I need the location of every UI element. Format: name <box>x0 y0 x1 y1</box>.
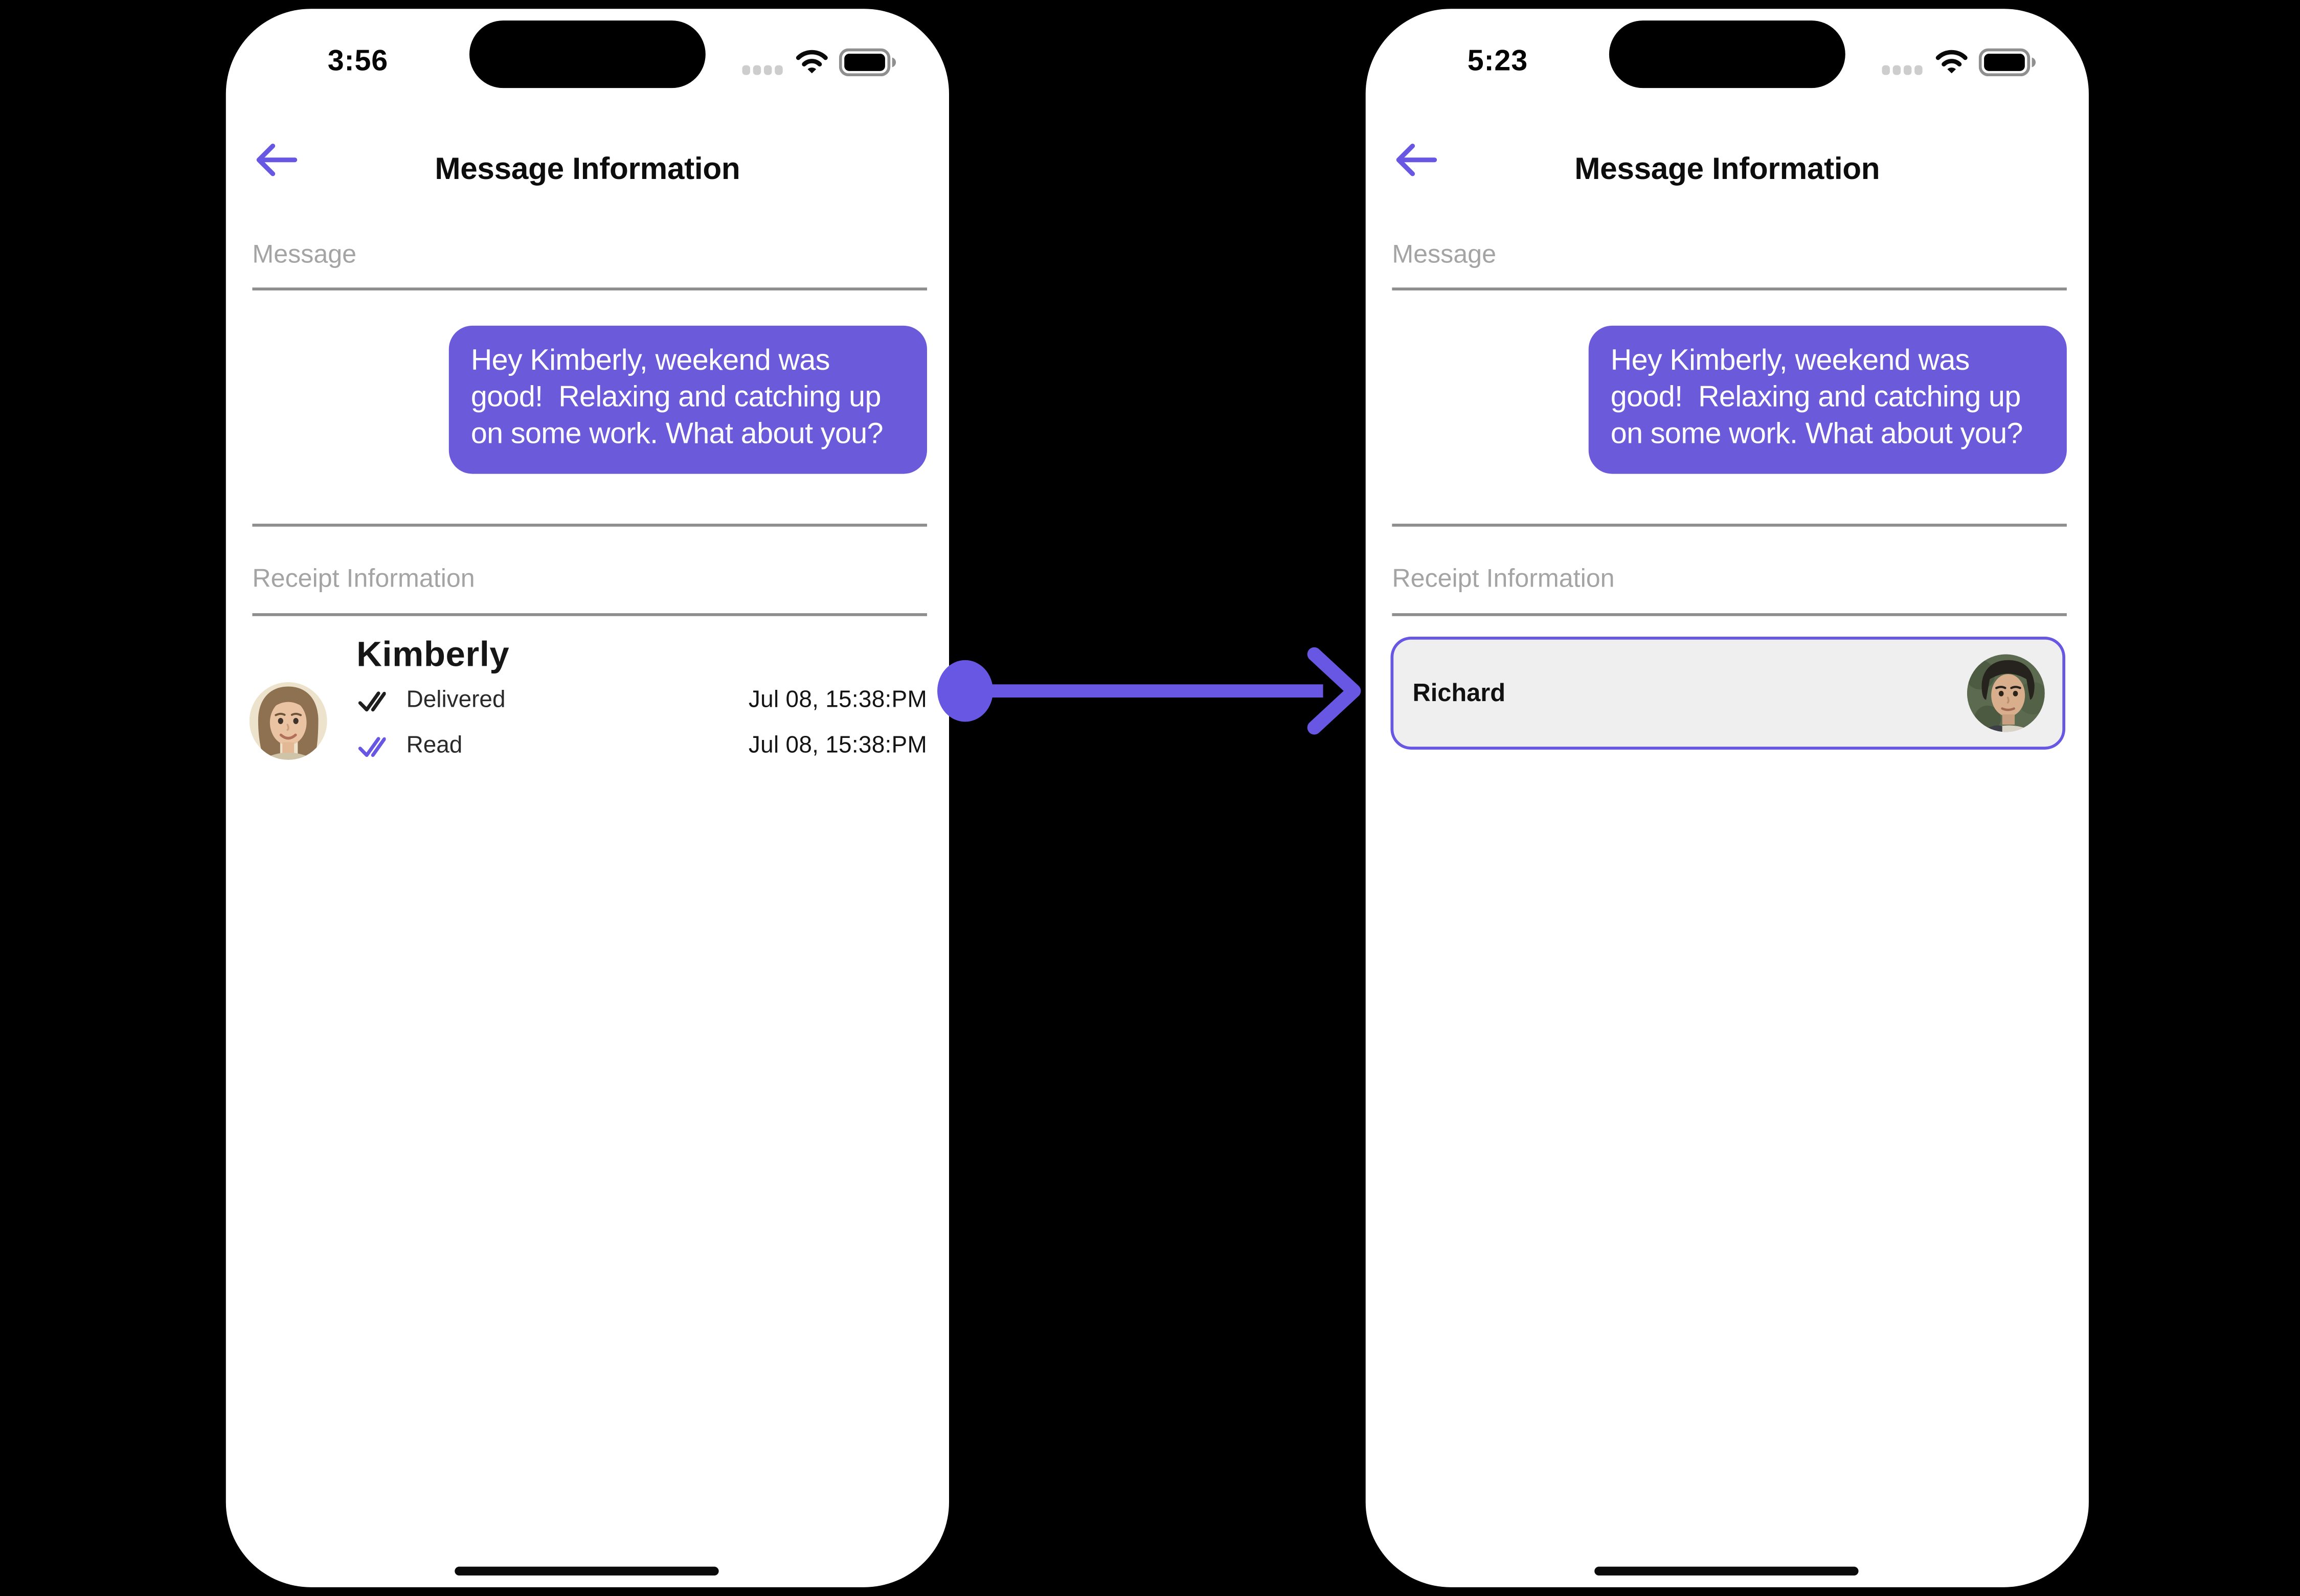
home-indicator[interactable] <box>455 1566 719 1576</box>
divider <box>1392 524 2067 526</box>
divider <box>252 613 927 616</box>
message-section-label: Message <box>1392 239 1497 268</box>
divider <box>1392 613 2067 616</box>
avatar-richard-image <box>1967 654 2045 732</box>
receipt-section-label: Receipt Information <box>1392 563 1615 593</box>
read-status-label: Read <box>406 733 463 759</box>
divider <box>252 524 927 526</box>
phone-right: 5:23 Message Inform <box>1365 9 2089 1587</box>
message-bubble: Hey Kimberly, weekend was good! Relaxing… <box>448 325 927 474</box>
read-timestamp: Jul 08, 15:38:PM <box>748 733 927 759</box>
receipt-section-label: Receipt Information <box>252 563 475 593</box>
status-bar-icons <box>742 47 904 79</box>
status-bar-time: 5:23 <box>1467 45 1528 78</box>
double-check-icon-read <box>358 736 386 756</box>
recipient-name: Kimberly <box>356 635 510 675</box>
status-bar-icons <box>1882 47 2043 79</box>
battery-icon <box>839 48 896 77</box>
page-title: Message Information <box>1574 152 1880 187</box>
home-indicator[interactable] <box>1594 1566 1859 1576</box>
message-section-label: Message <box>252 239 357 268</box>
double-check-icon-delivered <box>358 690 386 711</box>
cellular-signal-icon <box>742 65 783 75</box>
phone-left: 3:56 Message Inform <box>226 9 949 1587</box>
avatar-richard <box>1967 654 2045 732</box>
back-arrow-icon <box>1396 143 1437 176</box>
battery-icon <box>1978 48 2036 77</box>
cellular-signal-icon <box>1882 65 1923 75</box>
wifi-icon <box>796 50 828 74</box>
recipient-card[interactable]: Richard <box>1390 636 2066 750</box>
status-bar-time: 3:56 <box>327 45 389 78</box>
delivery-timestamp: Jul 08, 15:38:PM <box>748 688 927 713</box>
avatar-kimberly <box>249 682 327 760</box>
avatar-kimberly-image <box>249 682 327 760</box>
back-arrow-icon <box>256 143 298 176</box>
back-button[interactable] <box>1383 135 1448 188</box>
wifi-icon <box>1935 50 1968 74</box>
dynamic-island <box>469 20 706 88</box>
page-title: Message Information <box>435 152 740 187</box>
read-row: Read Jul 08, 15:38:PM <box>358 731 927 763</box>
delivered-row: Delivered Jul 08, 15:38:PM <box>358 685 927 717</box>
dynamic-island <box>1609 20 1845 88</box>
delivery-status-label: Delivered <box>406 688 506 713</box>
back-button[interactable] <box>243 135 308 188</box>
flow-arrow <box>937 647 1361 735</box>
recipient-name: Richard <box>1412 678 1506 707</box>
divider <box>1392 287 2067 290</box>
message-bubble: Hey Kimberly, weekend was good! Relaxing… <box>1588 325 2067 474</box>
divider <box>252 287 927 290</box>
